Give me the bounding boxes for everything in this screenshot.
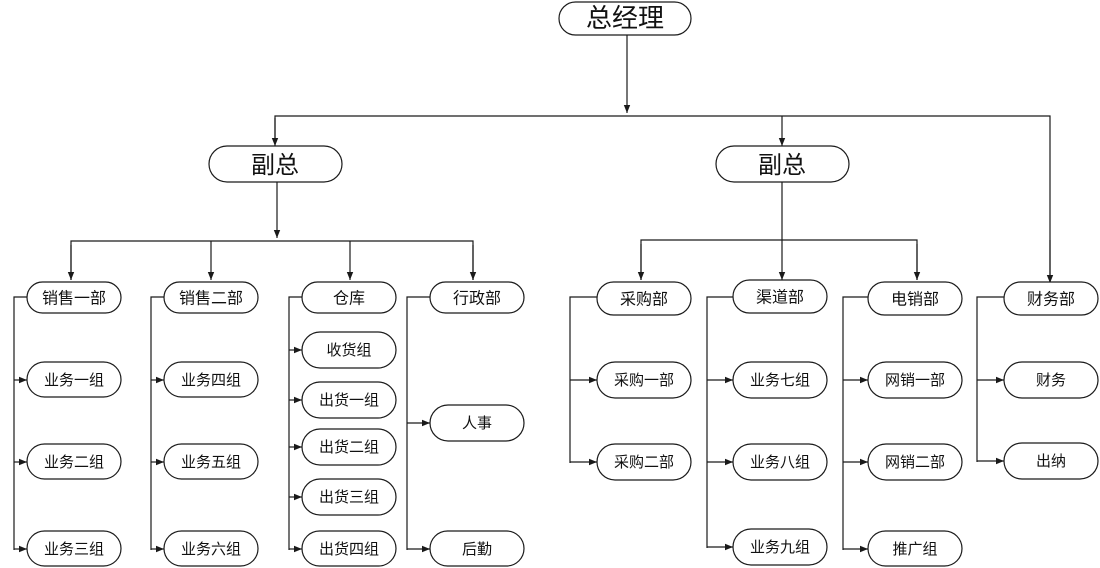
- node-sales2-group-label: 业务六组: [181, 540, 241, 558]
- node-sales2-group: 业务六组: [163, 530, 259, 567]
- node-finance-label: 财务部: [1027, 290, 1075, 309]
- node-warehouse-group: 出货二组: [301, 428, 397, 466]
- node-sales1-label: 销售一部: [42, 289, 106, 308]
- node-finance-group-label: 财务: [1036, 371, 1066, 389]
- node-sales2-group: 业务五组: [163, 443, 259, 480]
- connector-admin-spine: [406, 296, 430, 550]
- node-finance-group: 出纳: [1003, 442, 1099, 480]
- node-purchase: 采购部: [596, 281, 692, 316]
- node-admin-group: 后勤: [429, 530, 525, 567]
- connector-vp-left-bus: [70, 240, 474, 280]
- node-finance-group-label: 出纳: [1036, 452, 1066, 470]
- node-general-manager-label: 总经理: [586, 4, 664, 34]
- node-sales1: 销售一部: [26, 281, 122, 314]
- node-vp-right: 副总: [715, 145, 850, 183]
- node-purchase-group-label: 采购二部: [614, 453, 674, 471]
- node-ecommerce-group: 网销一部: [867, 361, 963, 399]
- node-warehouse-group: 出货四组: [301, 530, 397, 567]
- node-sales1-group-label: 业务二组: [44, 453, 104, 471]
- connector-ecommerce-spine: [842, 296, 868, 550]
- node-sales2-group-label: 业务四组: [181, 371, 241, 389]
- node-warehouse-group-label: 出货一组: [319, 391, 379, 409]
- connector-sales1-spine: [13, 296, 27, 550]
- node-channel-group-label: 业务九组: [750, 538, 810, 556]
- node-sales1-group: 业务一组: [26, 361, 122, 398]
- connector-finance-spine: [976, 296, 1004, 462]
- node-admin-group-label: 后勤: [462, 540, 492, 558]
- node-warehouse-group: 出货一组: [301, 381, 397, 419]
- node-admin: 行政部: [429, 281, 525, 314]
- node-admin-label: 行政部: [453, 289, 501, 308]
- connector-vp-right-bus: [640, 239, 918, 280]
- node-ecommerce-label: 电销部: [891, 290, 939, 309]
- connector-lines: [13, 35, 1054, 553]
- node-warehouse-group-label: 出货三组: [319, 488, 379, 506]
- node-ecommerce-group-label: 网销一部: [885, 371, 945, 389]
- node-purchase-label: 采购部: [620, 290, 668, 309]
- node-finance: 财务部: [1003, 281, 1099, 316]
- node-vp-left-label: 副总: [251, 151, 299, 179]
- node-ecommerce-group-label: 网销二部: [885, 453, 945, 471]
- connector-purchase-spine: [569, 296, 597, 463]
- connector-warehouse-spine: [288, 296, 302, 550]
- node-channel-group: 业务八组: [732, 443, 828, 481]
- node-sales2-label: 销售二部: [179, 289, 243, 308]
- node-ecommerce-group: 推广组: [867, 530, 963, 567]
- connector-channel-spine: [706, 296, 733, 548]
- node-warehouse-group-label: 出货四组: [319, 540, 379, 558]
- node-warehouse-group: 出货三组: [301, 478, 397, 516]
- node-warehouse-label: 仓库: [333, 289, 365, 308]
- node-ecommerce-group-label: 推广组: [892, 540, 937, 558]
- node-purchase-group: 采购一部: [596, 361, 692, 399]
- node-finance-group: 财务: [1003, 361, 1099, 399]
- node-purchase-group: 采购二部: [596, 443, 692, 481]
- node-channel-group: 业务七组: [732, 361, 828, 399]
- connector-sales2-spine: [150, 296, 164, 550]
- node-sales1-group: 业务三组: [26, 530, 122, 567]
- node-warehouse: 仓库: [301, 281, 397, 314]
- node-channel-group-label: 业务七组: [750, 371, 810, 389]
- node-warehouse-group: 收货组: [301, 331, 397, 369]
- node-general-manager: 总经理: [558, 1, 692, 36]
- node-purchase-group-label: 采购一部: [614, 371, 674, 389]
- node-channel-group: 业务九组: [732, 528, 828, 566]
- node-sales2-group-label: 业务五组: [181, 453, 241, 471]
- node-sales2-group: 业务四组: [163, 361, 259, 398]
- node-warehouse-group-label: 出货二组: [319, 438, 379, 456]
- node-sales1-group-label: 业务三组: [44, 540, 104, 558]
- node-sales1-group-label: 业务一组: [44, 371, 104, 389]
- node-vp-left: 副总: [208, 145, 343, 183]
- node-channel-group-label: 业务八组: [750, 453, 810, 471]
- connector-level1-bus: [274, 115, 1051, 282]
- node-channel-label: 渠道部: [756, 288, 804, 307]
- node-ecommerce: 电销部: [867, 281, 963, 316]
- node-admin-group: 人事: [429, 404, 525, 442]
- node-vp-right-label: 副总: [758, 151, 806, 179]
- node-sales1-group: 业务二组: [26, 443, 122, 480]
- node-admin-group-label: 人事: [462, 414, 492, 432]
- node-warehouse-group-label: 收货组: [326, 341, 371, 359]
- node-sales2: 销售二部: [163, 281, 259, 314]
- node-channel: 渠道部: [732, 279, 828, 314]
- node-ecommerce-group: 网销二部: [867, 443, 963, 481]
